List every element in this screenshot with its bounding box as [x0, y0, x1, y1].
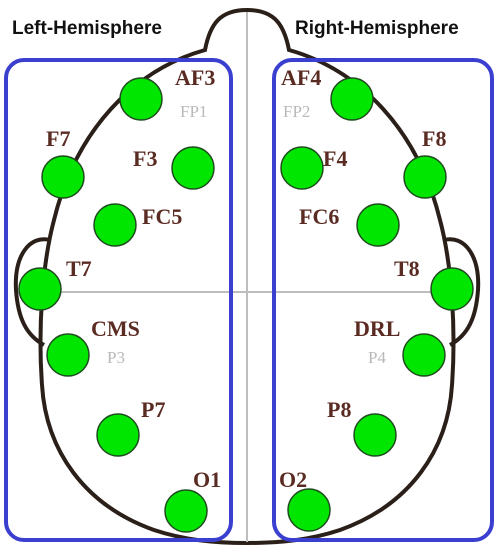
electrode-label-o1: O1	[193, 467, 221, 492]
electrode-p7	[96, 413, 140, 457]
right-hemisphere-box	[272, 58, 494, 542]
electrode-label-af3: AF3	[175, 65, 215, 90]
right-ear	[443, 237, 481, 347]
electrode-o1	[164, 489, 208, 533]
electrode-label-p7: P7	[141, 397, 165, 422]
reference-label-p3: P3	[107, 348, 125, 367]
electrode-af3	[119, 77, 163, 121]
electrode-label-f3: F3	[133, 146, 157, 171]
electrode-t7	[18, 267, 62, 311]
electrode-f7	[41, 155, 85, 199]
electrode-label-f7: F7	[46, 126, 70, 151]
electrode-label-fc5: FC5	[142, 204, 182, 229]
reference-label-fp2: FP2	[283, 102, 310, 121]
electrode-p8	[353, 413, 397, 457]
reference-label-p4: P4	[368, 348, 386, 367]
left-hemisphere-title: Left-Hemisphere	[12, 18, 162, 39]
electrode-cms	[46, 333, 90, 377]
electrode-label-f4: F4	[323, 146, 347, 171]
electrode-label-t8: T8	[394, 256, 420, 281]
electrode-o2	[287, 488, 331, 532]
electrode-f8	[403, 155, 447, 199]
electrode-fc6	[356, 203, 400, 247]
electrode-t8	[430, 267, 474, 311]
electrode-label-fc6: FC6	[299, 204, 339, 229]
left-hemisphere-box	[4, 58, 233, 542]
electrode-fc5	[93, 203, 137, 247]
electrode-drl	[402, 333, 446, 377]
right-hemisphere-title: Right-Hemisphere	[295, 18, 459, 39]
electrode-f3	[171, 146, 215, 190]
left-ear	[13, 237, 51, 347]
reference-label-fp1: FP1	[180, 102, 207, 121]
electrode-label-f8: F8	[422, 126, 446, 151]
electrode-f4	[280, 146, 324, 190]
electrode-label-t7: T7	[66, 256, 92, 281]
electrode-label-af4: AF4	[281, 65, 321, 90]
electrode-af4	[330, 77, 374, 121]
electrode-label-o2: O2	[279, 467, 307, 492]
electrode-label-p8: P8	[327, 397, 351, 422]
electrode-label-drl: DRL	[354, 316, 400, 341]
electrode-label-cms: CMS	[91, 316, 140, 341]
